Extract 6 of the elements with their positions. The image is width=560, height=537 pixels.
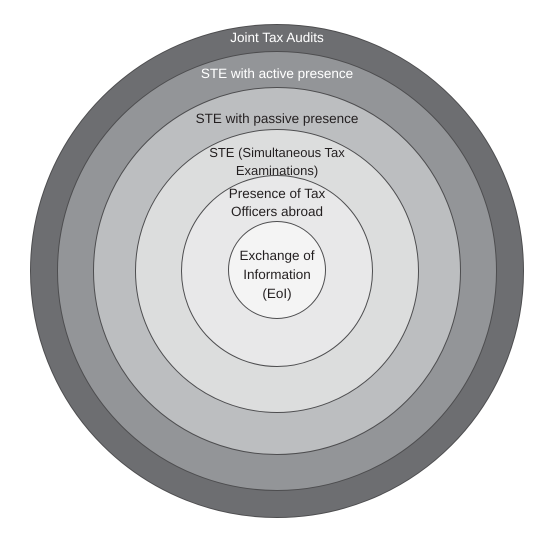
ring-label: Exchange of Information (EoI) [238,247,316,303]
ring-label: Presence of Tax Officers abroad [228,185,326,221]
ring-label: STE (Simultaneous Tax Examinations) [208,144,346,180]
ring-label: STE with passive presence [194,110,360,128]
ring-label: Joint Tax Audits [229,29,325,47]
ring-label: STE with active presence [200,65,354,83]
